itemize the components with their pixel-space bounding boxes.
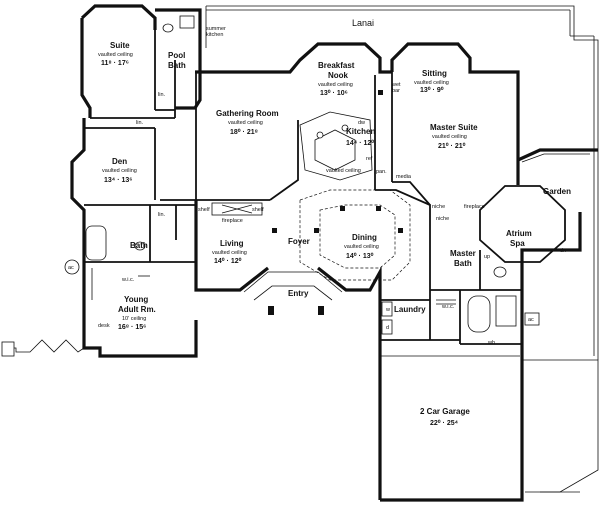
kitchen-dims: 14⁴ · 12⁰	[346, 139, 374, 147]
dw-label: dw	[358, 120, 365, 126]
living-label: Living	[220, 239, 244, 248]
niche-label-1: niche	[432, 204, 445, 210]
ref-label: ref	[366, 156, 373, 162]
master-suite-ceiling: vaulted ceiling	[432, 134, 467, 140]
side-walkway	[1, 339, 85, 357]
ac-label-right: ac	[528, 317, 534, 323]
niche-label-2: niche	[436, 216, 449, 222]
suite-label: Suite	[110, 41, 130, 50]
entry-label: Entry	[288, 289, 309, 298]
master-bath-label-2: Bath	[454, 259, 472, 268]
dining-dims: 14⁰ · 13⁰	[346, 252, 374, 260]
young-adult-label-2: Adult Rm.	[118, 305, 156, 314]
bath-label: Bath	[130, 241, 148, 250]
gathering-room-label: Gathering Room	[216, 109, 279, 118]
pool-bath-label: Pool	[168, 51, 185, 60]
atrium-spa-label-2: Spa	[510, 239, 525, 248]
young-adult-ceiling: 10' ceiling	[122, 316, 146, 322]
dining-ceiling: vaulted ceiling	[344, 244, 379, 250]
ac-label-left: ac	[68, 265, 74, 271]
lin-label-left: lin.	[136, 120, 144, 126]
pan-label: pan.	[376, 169, 387, 175]
living-dims: 14⁰ · 12⁰	[214, 257, 242, 265]
water-heater-label: wh	[487, 340, 495, 346]
up-label: up	[484, 254, 490, 260]
garage-details	[380, 355, 599, 493]
dining-label: Dining	[352, 233, 377, 242]
interior-walls	[84, 30, 566, 345]
wet-bar-label-2: bar	[392, 88, 400, 94]
lin-label-bath: lin.	[158, 212, 166, 218]
master-suite-dims: 21⁰ · 21⁰	[438, 142, 466, 150]
lanai-label: Lanai	[352, 18, 374, 28]
master-suite-label: Master Suite	[430, 123, 478, 132]
living-ceiling: vaulted ceiling	[212, 250, 247, 256]
breakfast-nook-ceiling: vaulted ceiling	[318, 82, 353, 88]
wic-label-master: w.i.c.	[441, 304, 455, 310]
entry-porch	[243, 271, 343, 301]
plumbing-fixtures	[85, 15, 517, 335]
breakfast-nook-dims: 13⁰ · 10⁶	[320, 89, 348, 97]
fireplace-label-master: fireplace	[464, 204, 485, 210]
pool-bath-label-2: Bath	[168, 61, 186, 70]
young-adult-dims: 16⁸ · 15⁶	[118, 324, 146, 331]
dn-label: dn	[560, 248, 566, 254]
breakfast-nook-label: Breakfast	[318, 61, 355, 70]
fireplace-label-living: fireplace	[222, 218, 243, 224]
den-dims: 13⁴ · 13⁶	[104, 177, 132, 184]
gathering-room-ceiling: vaulted ceiling	[228, 120, 263, 126]
sitting-label: Sitting	[422, 69, 447, 78]
gathering-room-dims: 18⁰ · 21⁸	[230, 128, 258, 136]
atrium-spa-label: Atrium	[506, 229, 532, 238]
den-ceiling: vaulted ceiling	[102, 168, 137, 174]
wic-label-young: w.i.c.	[121, 277, 135, 283]
shelf-label-left: shelf	[198, 207, 210, 213]
sitting-dims: 13⁰ · 9⁰	[420, 86, 444, 94]
summer-kitchen-label-2: kitchen	[206, 32, 223, 38]
laundry-label: Laundry	[394, 305, 426, 314]
kitchen-ceiling: vaulted ceiling	[326, 168, 361, 174]
closet-shelving	[91, 268, 456, 305]
breakfast-nook-label-2: Nook	[328, 71, 349, 80]
columns	[268, 90, 403, 315]
lin-label-top: lin.	[158, 92, 166, 98]
garage-dims: 22⁰ · 25⁴	[430, 419, 459, 427]
dryer-label: d	[386, 325, 389, 331]
foyer-label: Foyer	[288, 237, 310, 246]
kitchen-island	[299, 111, 373, 181]
desk-label: desk	[98, 323, 110, 329]
ac-units	[64, 259, 540, 326]
kitchen-label: Kitchen	[346, 127, 375, 136]
den-label: Den	[112, 157, 127, 166]
summer-kitchen-label: summer	[206, 26, 226, 32]
exterior-walls	[70, 4, 598, 502]
suite-ceiling: vaulted ceiling	[98, 52, 133, 58]
fireplace	[211, 202, 263, 216]
wet-bar-label: wet	[391, 82, 401, 88]
garage-label: 2 Car Garage	[420, 407, 470, 416]
lanai-outline	[205, 5, 599, 360]
washer-label: w	[385, 307, 390, 313]
master-bath-label: Master	[450, 249, 476, 258]
shelf-label-right: shelf	[252, 207, 264, 213]
suite-dims: 11⁸ · 17⁶	[101, 60, 129, 67]
garden-label: Garden	[543, 187, 571, 196]
media-label: media	[396, 174, 412, 180]
young-adult-label: Young	[124, 295, 148, 304]
dining-vault-outline	[299, 189, 411, 281]
sitting-ceiling: vaulted ceiling	[414, 80, 449, 86]
